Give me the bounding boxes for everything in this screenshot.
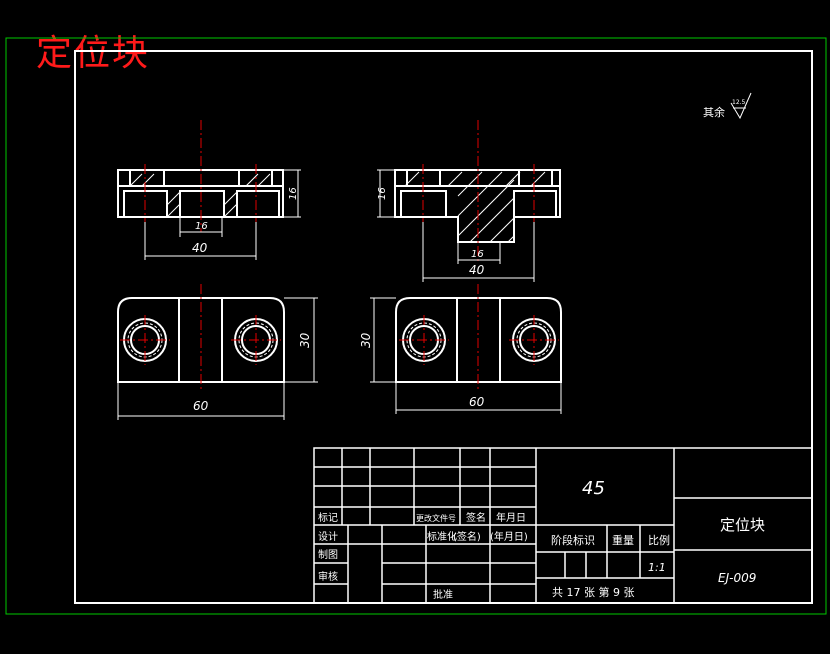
drawing-number: EJ-009: [718, 571, 756, 585]
part-title-overlay: 定位块: [36, 33, 151, 74]
roughness-note: 其余: [703, 105, 725, 119]
front-view-right-dims: [377, 169, 535, 282]
scale-value: 1:1: [648, 561, 666, 574]
part-name-value: 定位块: [720, 516, 765, 534]
label-date-paren: (年月日): [490, 530, 528, 543]
outer-frame: [5, 37, 827, 615]
sheet-info: 共 17 张 第 9 张: [552, 585, 634, 599]
front-right-dim-slot: 16: [471, 249, 484, 260]
front-left-dim-height: 16: [288, 187, 299, 200]
top-view-left-dims: [117, 297, 318, 420]
front-view-right-centerlines: [422, 120, 535, 262]
top-right-dim-width: 60: [469, 395, 485, 409]
roughness-symbol-icon: [730, 92, 752, 120]
label-date: 年月日: [496, 511, 526, 524]
label-draw: 制图: [318, 548, 338, 561]
label-design: 设计: [318, 530, 338, 543]
label-approve: 批准: [433, 588, 453, 601]
label-standardize: 标准化: [427, 530, 457, 543]
top-right-dim-height: 30: [359, 332, 373, 348]
label-mark: 标记: [318, 512, 338, 524]
label-change-doc: 更改文件号: [416, 513, 456, 523]
front-view-right-hatch-fill: [404, 171, 546, 243]
front-view-left-centerlines: [144, 120, 257, 232]
front-right-dim-height: 16: [377, 187, 388, 200]
label-weight: 重量: [612, 533, 634, 547]
roughness-value: 12.5: [732, 99, 746, 106]
front-left-dim-width: 40: [192, 241, 208, 255]
material-value: 45: [582, 478, 605, 499]
front-right-dim-width: 40: [469, 263, 485, 277]
top-view-left-centerlines: [120, 284, 281, 392]
front-left-dim-slot: 16: [195, 221, 208, 232]
label-check: 审核: [318, 570, 338, 583]
label-stage-mark: 阶段标识: [551, 533, 595, 547]
top-view-right-centerlines: [399, 284, 559, 392]
label-signature: 签名: [466, 511, 486, 524]
title-block-grid: [313, 447, 813, 604]
label-sign-paren: (签名): [453, 530, 481, 543]
label-scale: 比例: [648, 533, 670, 547]
front-view-left-dims: [144, 169, 301, 260]
front-view-left-hatch: [129, 173, 271, 218]
top-left-dim-height: 30: [298, 332, 312, 348]
top-view-right-dims: [370, 297, 562, 414]
top-left-dim-width: 60: [193, 399, 209, 413]
